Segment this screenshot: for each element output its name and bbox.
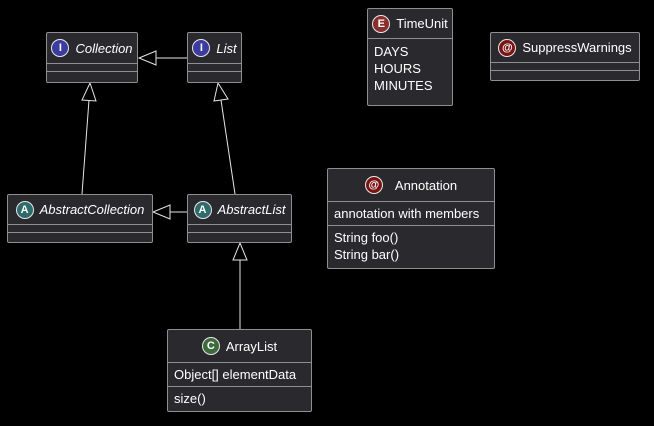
suppresswarnings-methods <box>491 71 639 78</box>
class-icon: C <box>201 337 220 355</box>
abstractcollection-fields <box>8 225 152 233</box>
enum-icon: E <box>372 14 391 33</box>
abstractlist-methods <box>188 233 291 240</box>
abstractcollection-header: A AbstractCollection <box>8 195 152 225</box>
annotation-icon: @ <box>364 176 383 194</box>
field-entry: annotation with members <box>334 206 480 221</box>
collection-name: Collection <box>75 40 133 56</box>
arraylist-class[interactable]: C ArrayList Object[] elementData size() <box>167 329 312 412</box>
timeunit-enum[interactable]: E TimeUnit DAYS HOURS MINUTES <box>367 8 453 106</box>
collection-header: I Collection <box>47 33 137 64</box>
arrowhead-abstractlist-up <box>232 241 248 261</box>
collection-interface[interactable]: I Collection <box>46 32 138 83</box>
abstractcollection-methods <box>8 233 152 240</box>
arrowhead-list-up <box>213 81 229 102</box>
timeunit-values: DAYS HOURS MINUTES <box>368 39 452 97</box>
collection-methods <box>47 72 137 79</box>
suppresswarnings-header: @ SuppressWarnings <box>491 33 639 63</box>
arraylist-header: C ArrayList <box>168 330 311 363</box>
arraylist-fields: Object[] elementData <box>168 363 311 387</box>
timeunit-name: TimeUnit <box>396 16 448 31</box>
abstractlist-name: AbstractList <box>217 202 286 217</box>
abstractcollection-class[interactable]: A AbstractCollection <box>7 194 153 243</box>
list-fields <box>188 64 241 72</box>
arrowhead-collection <box>137 50 157 66</box>
enum-value: MINUTES <box>374 78 433 93</box>
arrowhead-collection-up <box>81 81 97 102</box>
arraylist-methods: size() <box>168 387 311 410</box>
abstract-class-icon: A <box>193 200 212 219</box>
arraylist-name: ArrayList <box>225 338 278 354</box>
list-interface[interactable]: I List <box>187 32 242 83</box>
timeunit-header: E TimeUnit <box>368 9 452 39</box>
annotation-name: Annotation <box>394 177 458 193</box>
method-entry: String bar() <box>334 247 400 262</box>
annotation-fields: annotation with members <box>328 202 494 226</box>
abstractlist-class[interactable]: A AbstractList <box>187 194 292 243</box>
abstractlist-fields <box>188 225 291 233</box>
suppresswarnings-name: SuppressWarnings <box>522 40 632 55</box>
interface-icon: I <box>51 39 70 57</box>
list-name: List <box>216 40 237 56</box>
edge-abstractlist-list <box>220 99 236 195</box>
annotation-annotation[interactable]: @ Annotation annotation with members Str… <box>327 168 495 269</box>
suppresswarnings-fields <box>491 63 639 71</box>
list-methods <box>188 72 241 79</box>
enum-value: DAYS <box>374 44 409 59</box>
method-entry: String foo() <box>334 230 399 245</box>
suppresswarnings-annotation[interactable]: @ SuppressWarnings <box>490 32 640 81</box>
annotation-icon: @ <box>498 38 517 57</box>
method-entry: size() <box>174 391 206 406</box>
edge-abstractcollection-collection <box>81 99 90 195</box>
annotation-methods: String foo() String bar() <box>328 226 494 266</box>
annotation-header: @ Annotation <box>328 169 494 202</box>
arrowhead-abstractcollection <box>151 204 171 220</box>
field-entry: Object[] elementData <box>174 367 297 382</box>
interface-icon: I <box>192 39 211 57</box>
enum-value: HOURS <box>374 61 421 76</box>
abstract-class-icon: A <box>15 200 34 219</box>
list-header: I List <box>188 33 241 64</box>
abstractcollection-name: AbstractCollection <box>39 202 145 217</box>
collection-fields <box>47 64 137 72</box>
abstractlist-header: A AbstractList <box>188 195 291 225</box>
